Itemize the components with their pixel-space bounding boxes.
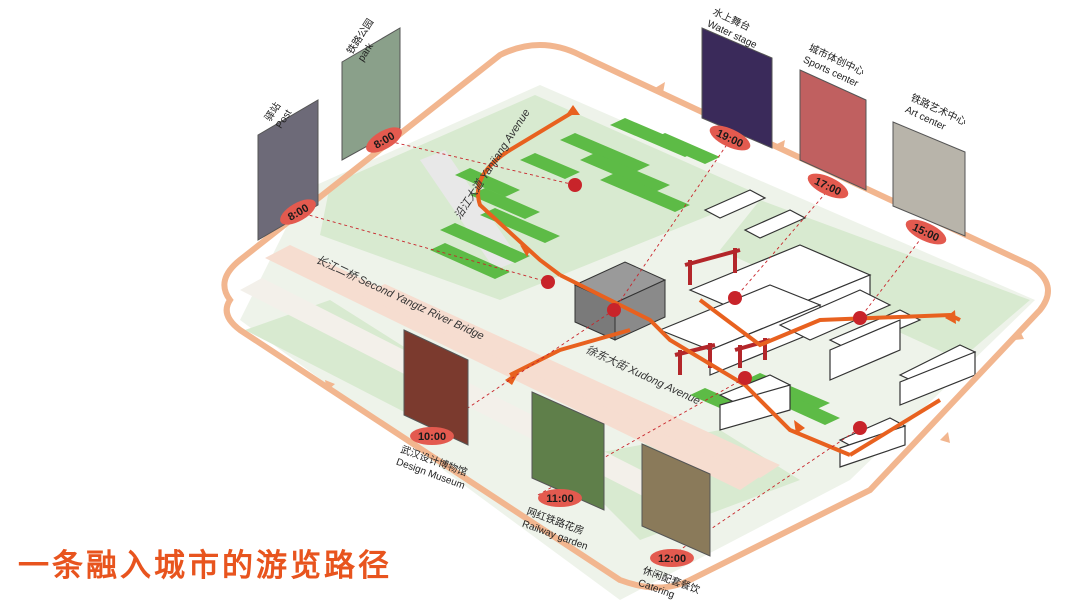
red-gantries xyxy=(674,248,771,375)
photo-water-stage xyxy=(701,27,773,149)
route-arrow xyxy=(945,310,956,324)
time-badge xyxy=(650,549,694,567)
pin-icon xyxy=(568,178,582,192)
time-badge xyxy=(410,427,454,445)
time-badge-text: 11:00 xyxy=(546,493,574,505)
pin-icon xyxy=(853,421,867,435)
diagram-headline: 一条融入城市的游览路径 xyxy=(18,548,392,584)
pin-icon xyxy=(738,371,752,385)
photo-catering xyxy=(641,443,711,557)
photo-design-museum xyxy=(403,329,469,446)
photo-park xyxy=(341,27,401,161)
time-badge xyxy=(709,125,751,151)
time-badge xyxy=(366,127,402,153)
route-arrow xyxy=(520,245,530,257)
time-badge xyxy=(538,489,582,507)
photo-railway-garden xyxy=(531,391,605,511)
time-badge-text: 12:00 xyxy=(658,553,686,565)
photo-art-center xyxy=(892,121,966,237)
photo-sports-center xyxy=(799,69,867,191)
time-badge-text: 10:00 xyxy=(418,431,446,443)
time-badges: 8:00 8:00 10:00 11:00 12:00 15:00 17:00 xyxy=(280,125,947,567)
time-badge xyxy=(807,173,849,199)
photo-cards xyxy=(257,27,966,557)
time-badge xyxy=(905,219,947,245)
route-start-dot xyxy=(566,105,580,115)
outer-loop xyxy=(221,42,1051,591)
time-badge xyxy=(280,199,316,225)
route-arrow xyxy=(794,420,805,434)
green-strips xyxy=(430,118,840,425)
